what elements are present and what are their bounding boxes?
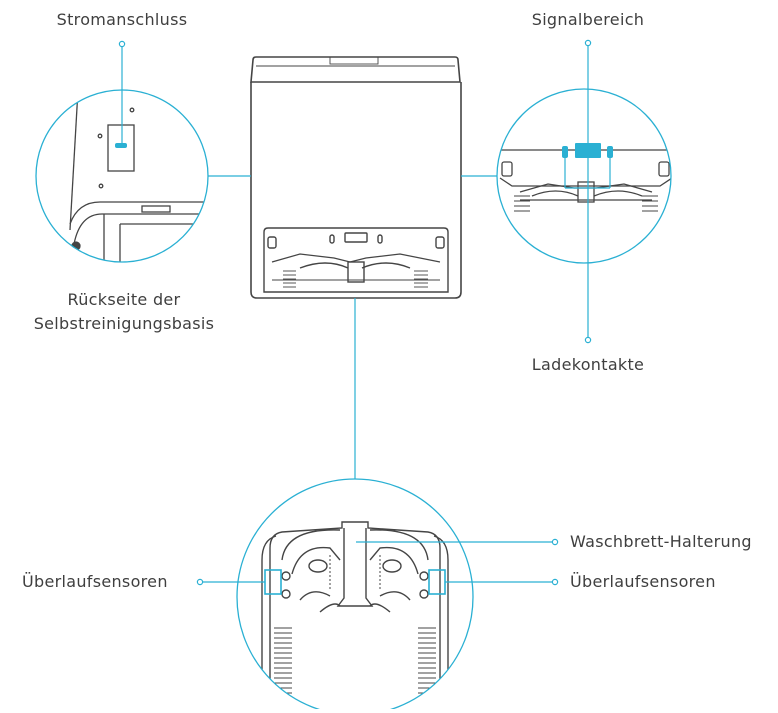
label-signal-area: Signalbereich	[531, 10, 645, 29]
power-port-highlight	[115, 143, 127, 148]
overflow-sensor-left-highlight	[264, 569, 282, 595]
callout-dots	[118, 39, 592, 586]
charging-contact-right	[607, 146, 613, 158]
label-base-back-line1: Rückseite der	[67, 290, 181, 309]
base-station-front	[250, 56, 462, 299]
label-overflow-sensors-left: Überlaufsensoren	[22, 572, 168, 591]
label-overflow-sensors-right: Überlaufsensoren	[570, 572, 716, 591]
label-charging-contacts: Ladekontakte	[531, 355, 645, 374]
magnifier-back-side	[35, 89, 209, 263]
magnifier-front-detail	[496, 88, 672, 264]
charging-contact-left	[562, 146, 568, 158]
callout-lines	[121, 46, 611, 583]
label-washboard-holder: Waschbrett-Halterung	[570, 532, 752, 551]
label-base-back-line2: Selbstreinigungsbasis	[33, 314, 215, 333]
signal-area-highlight	[575, 143, 601, 158]
magnifier-tray	[236, 478, 474, 713]
label-power-port: Stromanschluss	[56, 10, 188, 29]
overflow-sensor-right-highlight	[428, 569, 446, 595]
